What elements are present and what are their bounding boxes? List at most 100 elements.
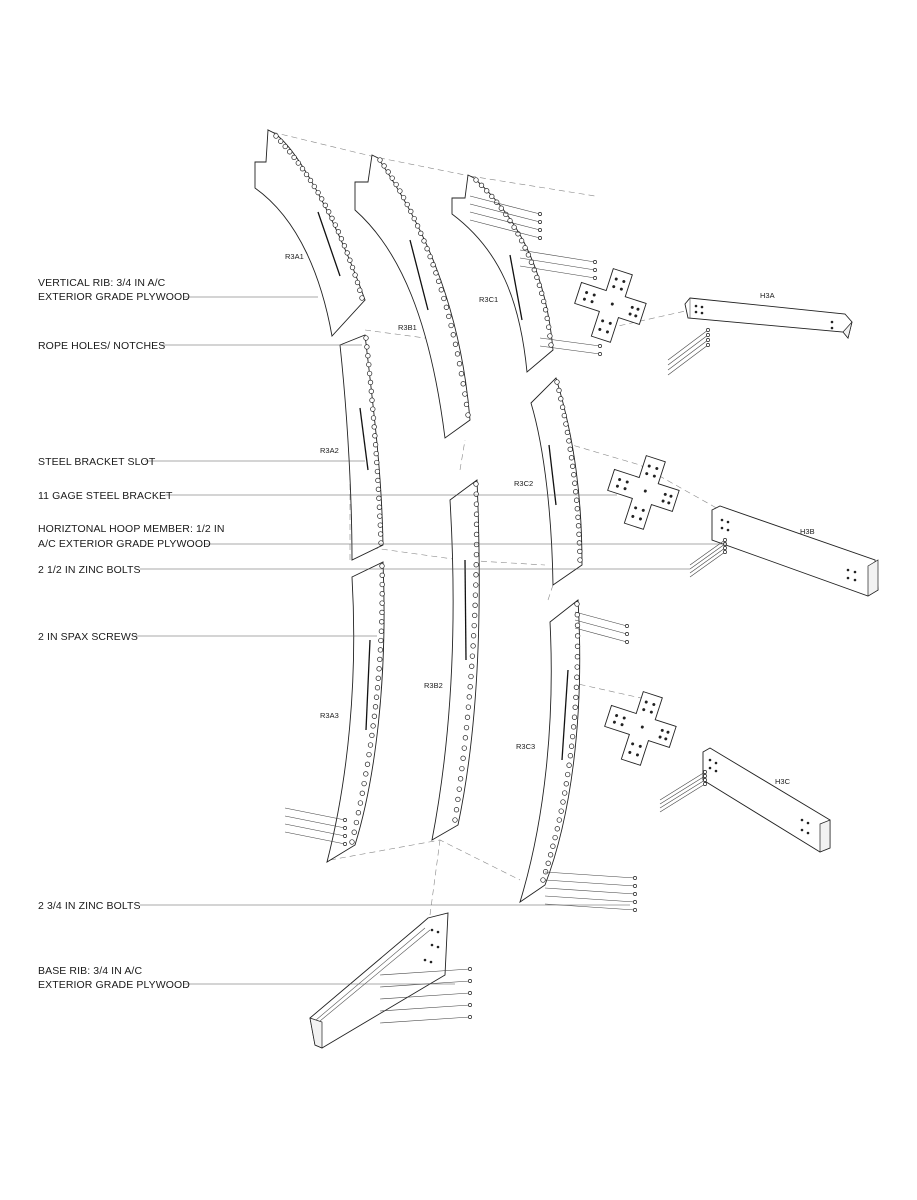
rib-C2-hole	[573, 497, 580, 503]
rib-C2-hole	[556, 387, 562, 394]
rib-A2-hole	[370, 406, 376, 412]
rib-A1-hole	[273, 133, 279, 139]
rib-A3-hole	[378, 637, 384, 644]
bracket-bolt-hole	[615, 714, 619, 718]
bracket-bolt-hole	[642, 708, 646, 712]
rib-B2-hole	[472, 592, 479, 598]
zinc-bolt	[544, 887, 637, 896]
rope-holes-C3	[540, 601, 581, 883]
rib-B2-hole	[459, 765, 465, 772]
rib-C2-hole	[575, 523, 582, 529]
rib-B2-hole	[456, 786, 462, 792]
rib-B1-hole	[389, 175, 395, 181]
rib-B1-hole	[393, 181, 399, 188]
part-label-H3A: H3A	[760, 291, 775, 300]
rib-A1-hole	[291, 154, 297, 161]
bracket-bolt-hole	[667, 501, 671, 505]
zinc-bolt	[689, 546, 727, 574]
rib-C1-hole	[534, 274, 540, 281]
rib-A2-hole	[367, 379, 374, 386]
rib-B1-hole	[456, 361, 463, 367]
rope-holes-B1	[377, 157, 471, 418]
rib-B2-hole	[473, 531, 480, 538]
rib-B1-hole	[450, 332, 456, 338]
rib-C3-hole	[547, 852, 554, 858]
rib-C3-hole	[566, 762, 572, 768]
rib-B1-hole	[421, 238, 427, 244]
bracket-bolt-hole	[664, 737, 668, 741]
rib-A1-hole	[307, 177, 314, 184]
rib-C3-hole	[573, 684, 580, 690]
rib-C2-hole	[575, 514, 581, 520]
callout-zinc-bolts-short: 2 1/2 IN ZINC BOLTS	[38, 564, 141, 576]
base-rib	[309, 912, 449, 1049]
rib-A1-hole	[335, 229, 342, 235]
rib-A1-hole	[299, 166, 306, 172]
rib-A2-hole	[366, 361, 372, 368]
rib-C1-hole	[542, 307, 549, 313]
bracket-bolt-hole	[619, 287, 623, 291]
rib-R3C1	[451, 174, 554, 373]
rib-C3-hole	[567, 753, 574, 759]
rib-C2-hole	[564, 429, 571, 436]
rib-A3-hole	[379, 609, 385, 616]
spax-screw	[539, 337, 602, 348]
rib-C1-hole	[536, 282, 543, 288]
part-label-H3B: H3B	[800, 527, 815, 536]
rib-B1-hole	[446, 313, 452, 320]
rib-C3-hole	[574, 654, 581, 660]
rib-A2-hole	[373, 450, 379, 457]
rib-A3-hole	[367, 742, 374, 748]
rib-C1-hole	[548, 342, 554, 348]
part-label-R3A3: R3A3	[320, 711, 339, 720]
rib-A1-hole	[287, 149, 293, 155]
bracket-bolt-hole	[610, 302, 614, 306]
rib-C3-hole	[554, 826, 560, 832]
rib-B1-hole	[436, 278, 442, 284]
fastener-groups	[284, 195, 727, 1024]
rib-A1-hole	[315, 189, 321, 196]
zinc-bolt	[659, 782, 707, 813]
rib-C2-hole	[563, 421, 569, 427]
rib-B2-hole	[473, 521, 480, 527]
rib-R3A3	[326, 561, 385, 863]
rib-A1-hole	[282, 143, 288, 150]
callout-leaders	[135, 296, 727, 985]
bracket-bolt-hole	[658, 735, 662, 739]
bracket-bolt-hole	[612, 720, 616, 724]
rib-A1-hole	[295, 160, 301, 166]
rib-C3-hole	[569, 733, 576, 740]
bracket-bolt-hole	[669, 494, 673, 498]
rib-A3-hole	[378, 628, 385, 634]
rib-A3-hole	[369, 732, 375, 739]
rib-A3-hole	[379, 619, 385, 625]
rib-C1-hole	[525, 252, 532, 258]
rib-B1-hole	[463, 401, 470, 408]
rib-A3-hole	[374, 685, 381, 691]
rib-B1-hole	[465, 412, 471, 418]
spax-screw	[539, 345, 602, 356]
rib-C3-hole	[556, 817, 562, 823]
spax-screw	[519, 265, 597, 280]
bracket-bolt-hole	[628, 312, 632, 316]
rib-A1-hole	[332, 222, 338, 228]
callout-base-rib-line2: EXTERIOR GRADE PLYWOOD	[38, 979, 190, 991]
rib-B2-hole	[473, 572, 479, 578]
bracket-bolt-hole	[640, 725, 644, 729]
rib-B2-hole	[462, 735, 469, 741]
rib-C3-hole	[574, 664, 580, 670]
callout-vertical-rib-line2: EXTERIOR GRADE PLYWOOD	[38, 291, 190, 303]
rib-C3-hole	[574, 633, 581, 639]
rib-C2-hole	[573, 489, 579, 495]
bracket-bolt-hole	[644, 700, 648, 704]
rope-holes-B2	[452, 481, 480, 823]
rib-A3-hole	[379, 581, 385, 588]
rib-B1-hole	[458, 371, 465, 377]
rib-B2-hole	[471, 622, 477, 629]
rib-B2-hole	[468, 673, 474, 680]
rib-C3-hole	[568, 743, 575, 749]
rib-B1-hole	[427, 253, 433, 260]
rib-A2-hole	[363, 335, 369, 341]
rib-A3-hole	[379, 563, 385, 569]
callout-spax-screws: 2 IN SPAX SCREWS	[38, 631, 138, 643]
